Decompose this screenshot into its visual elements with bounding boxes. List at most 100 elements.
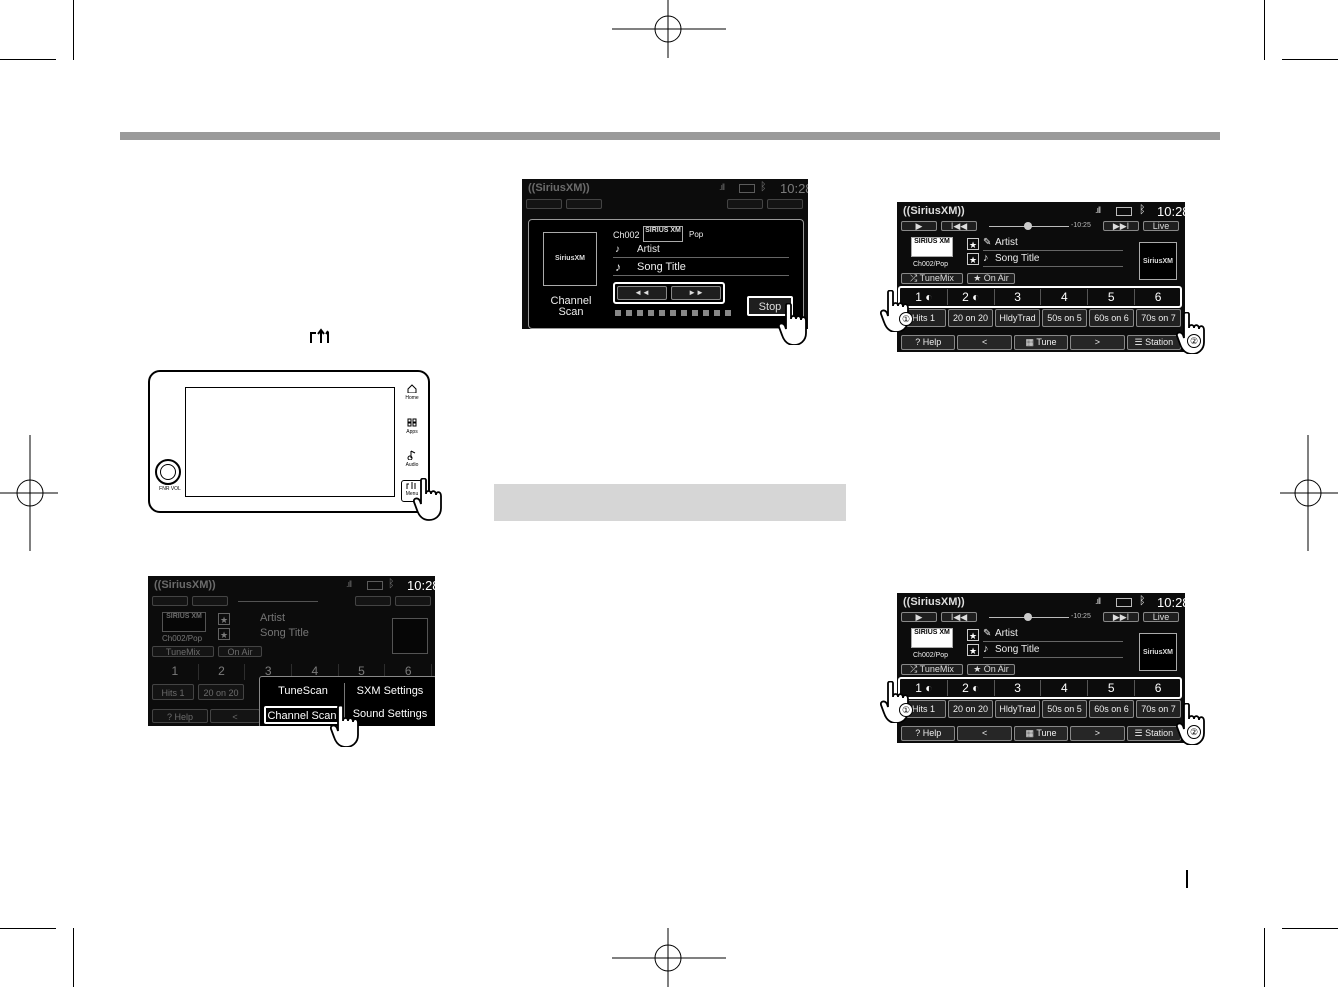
on-air-button[interactable]: ★ On Air [967, 273, 1015, 284]
prev-button[interactable]: < [957, 726, 1012, 741]
prev-button[interactable]: < [957, 335, 1012, 350]
tunemix-button[interactable]: TuneMix [152, 646, 214, 657]
apps-button[interactable]: Apps [404, 418, 420, 435]
channel-logo: SIRIUS XM [911, 237, 953, 257]
bottom-bar: ? Help < ▦ Tune > ☰ Station [901, 726, 1182, 741]
preset-tab[interactable]: 4 [1041, 289, 1089, 305]
next-button[interactable]: > [1070, 335, 1125, 350]
replay-button[interactable] [566, 199, 602, 209]
preset-tab[interactable]: 1 [152, 664, 199, 680]
preset-button[interactable]: 70s on 7 [1136, 309, 1181, 327]
station-button[interactable]: ☰ Station [1126, 335, 1182, 350]
preset-button[interactable]: HldyTrad [995, 700, 1040, 718]
play-button[interactable] [152, 596, 188, 606]
signal-icon: .ıll [1095, 596, 1101, 606]
on-air-button[interactable]: On Air [218, 646, 262, 657]
clock: 10:28 [1157, 204, 1185, 219]
star-icon[interactable]: ★ [967, 253, 979, 265]
home-button[interactable]: Home [404, 384, 420, 401]
menu-divider [344, 683, 345, 721]
star-icon[interactable]: ★ [967, 644, 979, 656]
preset-button[interactable]: 50s on 5 [1042, 700, 1087, 718]
battery-icon [739, 184, 755, 193]
skip-button[interactable] [355, 596, 391, 606]
preset-button[interactable]: Hits 1 [152, 684, 194, 700]
stop-button[interactable]: Stop [747, 296, 793, 316]
tune-button[interactable]: ▦ Tune [1013, 726, 1069, 741]
preset-tab[interactable]: 6 [385, 664, 433, 680]
preset-tab[interactable]: 3 [995, 289, 1042, 305]
skip-button[interactable]: ▶▶I [1103, 612, 1139, 622]
star-icon[interactable]: ★ [967, 629, 979, 641]
preset-tab[interactable]: 1 ◐ [901, 289, 948, 305]
preset-tab[interactable]: 4 [292, 664, 339, 680]
next-button[interactable]: > [1070, 726, 1125, 741]
preset-tab[interactable]: 2 ◐ [948, 680, 995, 696]
preset-tab[interactable]: 5 [1088, 680, 1136, 696]
preset-button[interactable]: 20 on 20 [948, 700, 993, 718]
preset-button[interactable]: 50s on 5 [1042, 309, 1087, 327]
preset-button[interactable]: 60s on 6 [1089, 309, 1134, 327]
live-button[interactable]: Live [1143, 612, 1179, 622]
menu-item-tunescan[interactable]: TuneScan [278, 685, 328, 697]
replay-button[interactable]: I◀◀ [941, 221, 977, 231]
play-button[interactable]: ▶ [901, 612, 937, 622]
sxm-preset-screen: ((SiriusXM)) .ıll ᛒ 10:28 ▶ I◀◀ -10:25 ▶… [897, 593, 1185, 743]
divider [983, 250, 1123, 251]
preset-tab[interactable]: 5 [1088, 289, 1136, 305]
divider [983, 657, 1123, 658]
scan-prev-button[interactable]: ◄◄ [617, 286, 667, 300]
preset-button[interactable]: 20 on 20 [948, 309, 993, 327]
menu-item-channel-scan[interactable]: Channel Scan [264, 706, 340, 724]
star-icon[interactable]: ★ [218, 628, 230, 640]
preset-tab[interactable]: 5 [339, 664, 386, 680]
signal-icon: .ıll [719, 182, 725, 192]
preset-tab[interactable]: 3 [245, 664, 293, 680]
help-button[interactable]: ? Help [901, 335, 956, 350]
preset-button[interactable]: Hits 1 [901, 309, 946, 327]
prev-button[interactable]: < [210, 709, 260, 723]
replay-button[interactable]: I◀◀ [941, 612, 977, 622]
star-icon[interactable]: ★ [218, 613, 230, 625]
audio-button[interactable]: Audio [404, 450, 420, 468]
preset-button[interactable]: 60s on 6 [1089, 700, 1134, 718]
play-button[interactable]: ▶ [901, 221, 937, 231]
preset-tab[interactable]: 6 [1154, 290, 1162, 304]
live-button[interactable] [767, 199, 803, 209]
help-button[interactable]: ? Help [901, 726, 956, 741]
siriusxm-logo: ((SiriusXM)) [903, 205, 965, 217]
siriusxm-logo: ((SiriusXM)) [528, 182, 590, 194]
volume-knob[interactable] [155, 459, 181, 485]
skip-button[interactable] [727, 199, 763, 209]
preset-tab[interactable]: 2 [199, 664, 246, 680]
preset-tab[interactable]: 6 [1154, 681, 1162, 695]
tune-button[interactable]: ▦ Tune [1013, 335, 1069, 350]
menu-item-sound-settings[interactable]: Sound Settings [352, 708, 428, 720]
preset-tab[interactable]: 4 [1041, 680, 1089, 696]
live-button[interactable] [395, 596, 431, 606]
channel-label: Ch002/Pop [162, 634, 203, 643]
tunemix-button[interactable]: ⤮ TuneMix [901, 273, 963, 284]
replay-button[interactable] [192, 596, 228, 606]
scan-artist: Artist [637, 244, 660, 255]
bluetooth-icon: ᛒ [1139, 595, 1146, 607]
star-icon[interactable]: ★ [967, 238, 979, 250]
live-button[interactable]: Live [1143, 221, 1179, 231]
preset-tab[interactable]: 3 [995, 680, 1042, 696]
elapsed-time: -10:25 [1071, 222, 1091, 229]
menu-item-sxm-settings[interactable]: SXM Settings [356, 685, 424, 697]
preset-tab[interactable]: 2 ◐ [948, 289, 995, 305]
preset-button[interactable]: HldyTrad [995, 309, 1040, 327]
progress-knob[interactable] [1024, 613, 1032, 621]
preset-button[interactable]: 20 on 20 [198, 684, 244, 700]
help-button[interactable]: ? Help [152, 709, 208, 723]
tunemix-button[interactable]: ⤮ TuneMix [901, 664, 963, 675]
scan-next-button[interactable]: ►► [671, 286, 721, 300]
preset-button[interactable]: 70s on 7 [1136, 700, 1181, 718]
on-air-button[interactable]: ★ On Air [967, 664, 1015, 675]
preset-tab[interactable]: 1 ◐ [901, 680, 948, 696]
play-button[interactable] [526, 199, 562, 209]
progress-knob[interactable] [1024, 222, 1032, 230]
skip-button[interactable]: ▶▶I [1103, 221, 1139, 231]
station-button[interactable]: ☰ Station [1126, 726, 1182, 741]
